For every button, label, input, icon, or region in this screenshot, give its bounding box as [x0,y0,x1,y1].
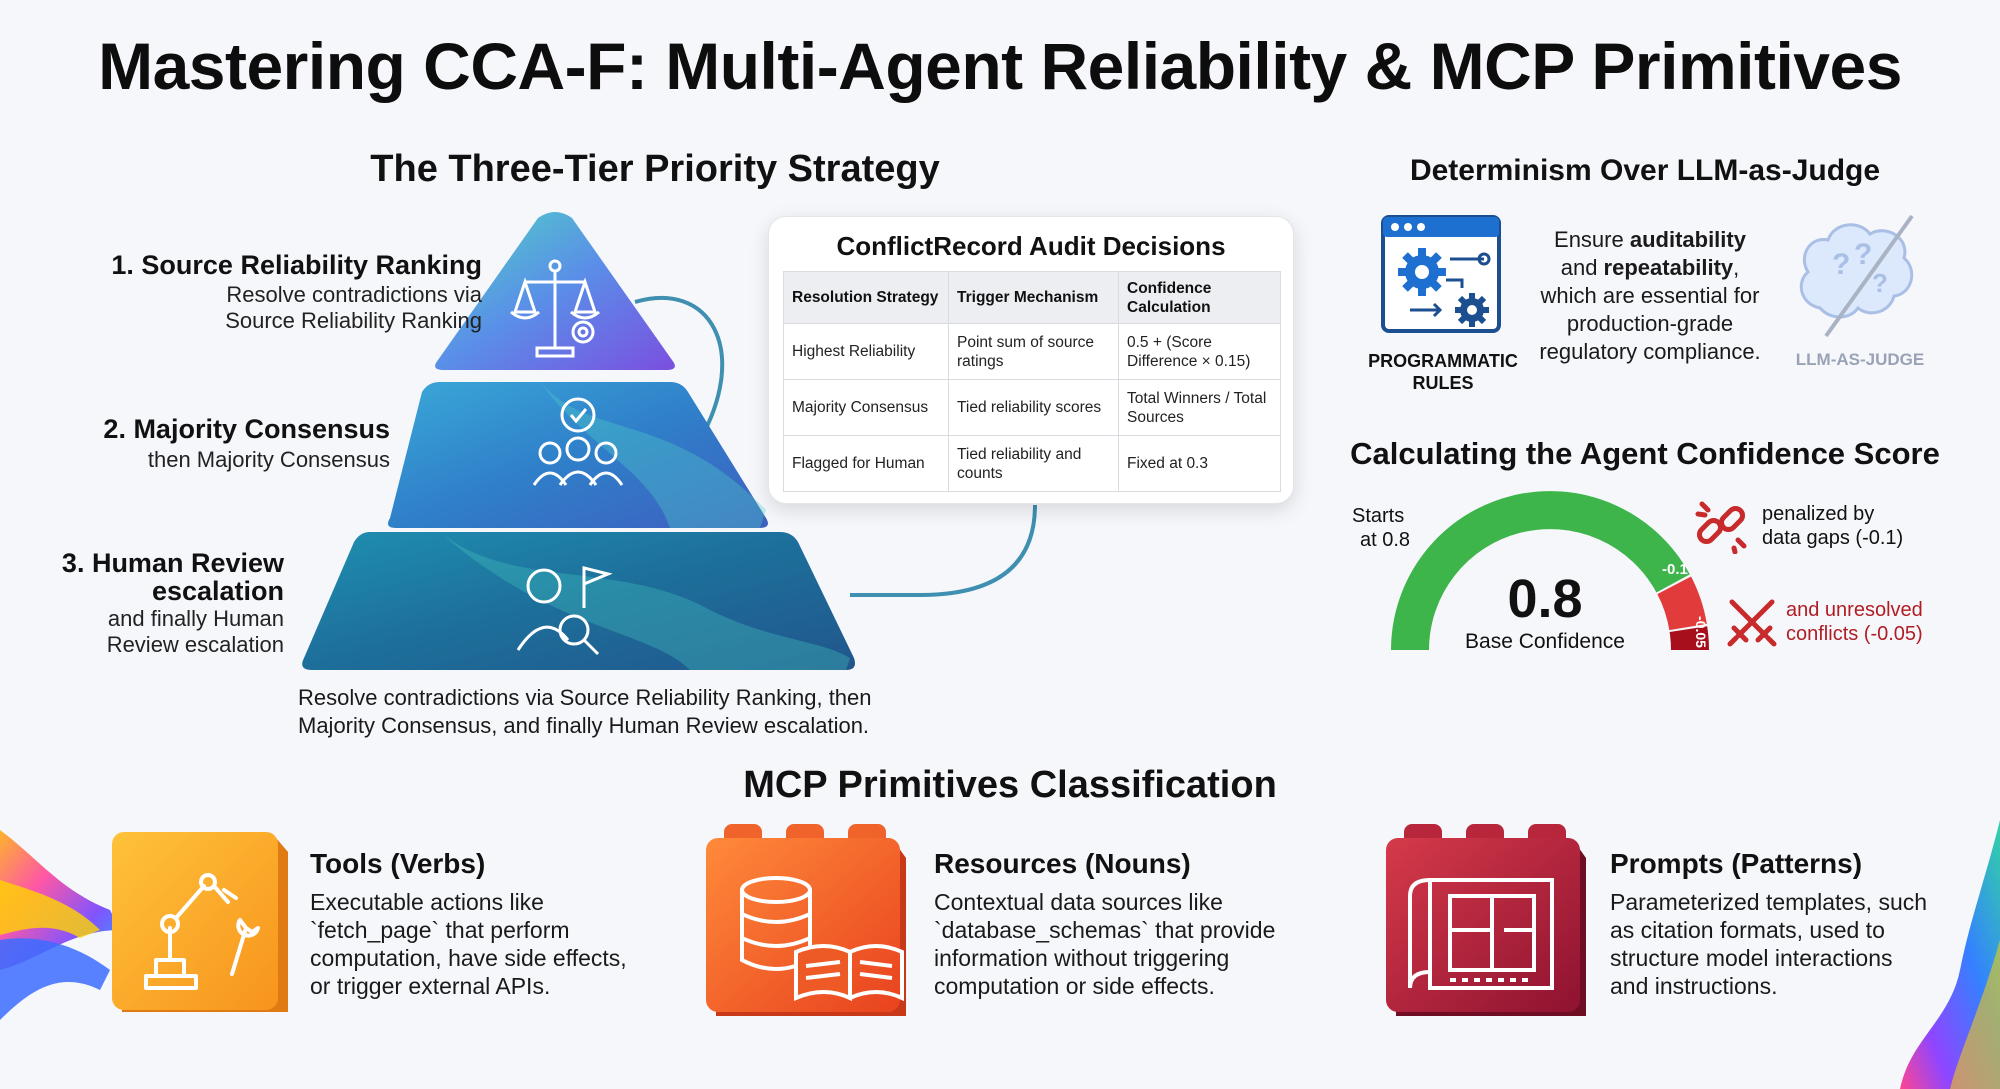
table-row: Highest Reliability Point sum of source … [783,323,1281,380]
audit-table-title: ConflictRecord Audit Decisions [836,231,1226,261]
svg-text:?: ? [1854,238,1872,271]
determinism-heading: Determinism Over LLM-as-Judge [1409,154,1881,187]
tier-2-shape [388,382,768,528]
resources-desc-line2: `database_schemas` that provide [934,917,1276,943]
team-check-icon [532,397,624,486]
tier-3-title-line1: 3. Human Review [61,548,284,578]
svg-text:?: ? [1872,268,1888,298]
gauge-seg1-label: -0.1 [1662,561,1688,578]
table-header-row: Resolution Strategy Trigger Mechanism Co… [783,271,1281,324]
tier-1-title: 1. Source Reliability Ranking [111,250,482,280]
tier-summary-line1: Resolve contradictions via Source Reliab… [298,685,872,710]
tools-desc-line3: computation, have side effects, [310,945,627,971]
audit-table: Resolution Strategy Trigger Mechanism Co… [783,271,1281,492]
table-cell: Point sum of source ratings [948,323,1119,380]
tools-desc-line1: Executable actions like [310,889,544,915]
table-row: Majority Consensus Tied reliability scor… [783,379,1281,436]
database-book-icon [740,876,904,1002]
programmatic-label-line2: RULES [1412,373,1474,393]
penalty-1-line2: data gaps (-0.1) [1762,527,1904,549]
determinism-text-line1: Ensure auditability [1554,227,1746,252]
penalty-1-line1: penalized by [1762,503,1875,525]
table-cell: Highest Reliability [783,323,949,380]
determinism-text-line2: and repeatability, [1560,255,1740,280]
penalty-2-line1: and unresolved [1786,599,1923,621]
svg-text:?: ? [1832,248,1850,281]
tier-strategy-heading: The Three-Tier Priority Strategy [370,148,940,190]
llm-brain-crossed-icon: ? ? ? [1799,214,1914,338]
prompts-title: Prompts (Patterns) [1610,848,1863,879]
table-cell: 0.5 + (Score Difference × 0.15) [1118,323,1281,380]
determinism-text-line3: which are essential for [1540,283,1760,308]
gauge-data-gaps-segment [1657,576,1707,631]
tier-1-desc-line1: Resolve contradictions via [226,282,482,307]
programmatic-label-line1: PROGRAMMATIC [1368,351,1518,371]
blueprint-icon [1408,878,1554,990]
gauge-base-segment [1391,491,1690,651]
robot-arm-wrench-icon [144,873,260,990]
penalty-2-line2: conflicts (-0.05) [1786,623,1923,645]
header-trigger-mechanism: Trigger Mechanism [948,271,1119,324]
tools-desc-line2: `fetch_page` that perform [310,917,570,943]
audit-table-card: ConflictRecord Audit Decisions Resolutio… [768,216,1294,504]
resources-title: Resources (Nouns) [934,848,1191,879]
table-cell: Tied reliability and counts [948,435,1119,492]
mcp-heading: MCP Primitives Classification [743,764,1277,806]
connector-line [850,504,1037,597]
prompts-desc-line2: as citation formats, used to [1610,917,1885,943]
resources-desc-line3: information without triggering [934,945,1230,971]
gauge-seg2-label: -0.05 [1693,616,1709,648]
prompts-block-icon [1386,824,1586,1016]
tier-summary-line2: Majority Consensus, and finally Human Re… [298,713,870,738]
left-wave-decoration [0,830,120,1020]
tier-3-desc-line2: Review escalation [106,632,284,657]
tools-block-icon [112,832,288,1012]
right-wave-decoration [1900,820,2000,1089]
gauge-value-label: Base Confidence [1465,630,1625,653]
tier-2-title: 2. Majority Consensus [103,414,390,444]
gauge-start-line1: Starts [1352,505,1405,527]
reviewer-search-flag-icon [516,566,613,656]
scales-gear-icon [510,259,600,358]
main-title: Mastering CCA-F: Multi-Agent Reliability… [98,29,1902,103]
gauge-conflicts-segment [1669,626,1709,651]
resources-desc-line1: Contextual data sources like [934,889,1223,915]
header-confidence-calculation: Confidence Calculation [1118,271,1281,324]
resources-block-icon [706,824,906,1016]
tools-desc-line4: or trigger external APIs. [310,973,551,999]
resources-desc-line4: computation or side effects. [934,973,1215,999]
table-cell: Tied reliability scores [948,379,1119,436]
tier-2-desc: then Majority Consensus [147,447,390,472]
gauge-start-line2: at 0.8 [1360,529,1411,551]
broken-link-icon [1695,501,1747,554]
determinism-text-line4: production-grade [1566,311,1734,336]
table-cell: Majority Consensus [783,379,949,436]
tier-1-desc-line2: Source Reliability Ranking [225,308,482,333]
priority-pyramid [302,212,1037,670]
confidence-gauge: -0.1 -0.05 [1391,491,1709,651]
programmatic-gears-icon [1381,215,1501,333]
connector-line [634,295,725,441]
prompts-desc-line3: structure model interactions [1610,945,1893,971]
prompts-desc-line1: Parameterized templates, such [1610,889,1928,915]
table-cell: Fixed at 0.3 [1118,435,1281,492]
determinism-text-line5: regulatory compliance. [1539,339,1761,364]
prompts-desc-line4: and instructions. [1610,973,1778,999]
crossed-swords-icon [1727,599,1777,647]
tier-3-desc-line1: and finally Human [107,606,284,631]
confidence-heading: Calculating the Agent Confidence Score [1350,436,1940,471]
tier-3-title-line2: escalation [151,576,284,606]
tier-3-shape [302,532,855,670]
llm-judge-label: LLM-AS-JUDGE [1795,350,1925,369]
table-row: Flagged for Human Tied reliability and c… [783,435,1281,492]
tools-title: Tools (Verbs) [310,848,486,879]
table-cell: Total Winners / Total Sources [1118,379,1281,436]
gauge-value: 0.8 [1507,569,1583,629]
header-resolution-strategy: Resolution Strategy [783,271,949,324]
table-cell: Flagged for Human [783,435,949,492]
